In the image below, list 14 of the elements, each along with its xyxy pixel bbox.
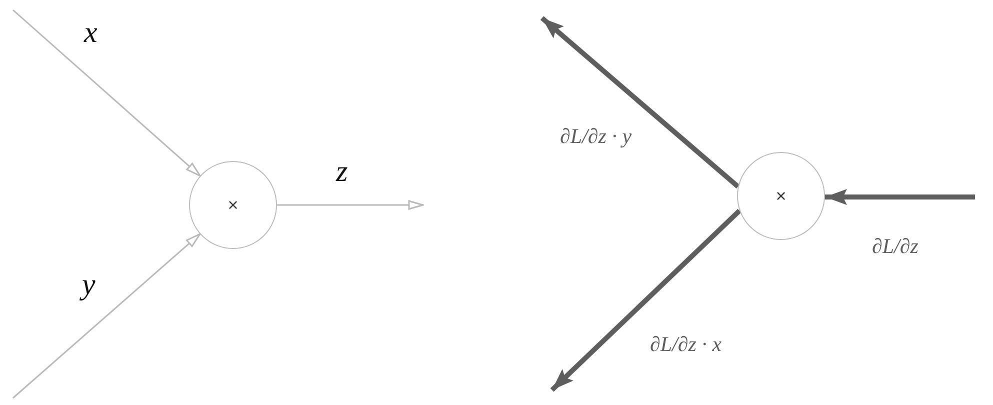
arrow (12, 233, 201, 399)
arrow (550, 208, 742, 392)
arrow (277, 200, 424, 210)
edge-label: x (84, 18, 98, 48)
arrow (540, 16, 740, 189)
edge-label: ∂L/∂z · x (650, 334, 722, 355)
edge-label: ∂L/∂z (872, 236, 918, 257)
edge-label: y (82, 270, 96, 300)
multiply-sign: × (228, 196, 238, 214)
edge-label: z (336, 157, 348, 187)
arrow (825, 189, 975, 205)
edge-label: ∂L/∂z · y (560, 126, 632, 147)
multiply-sign: × (776, 187, 786, 205)
arrow (12, 9, 201, 177)
